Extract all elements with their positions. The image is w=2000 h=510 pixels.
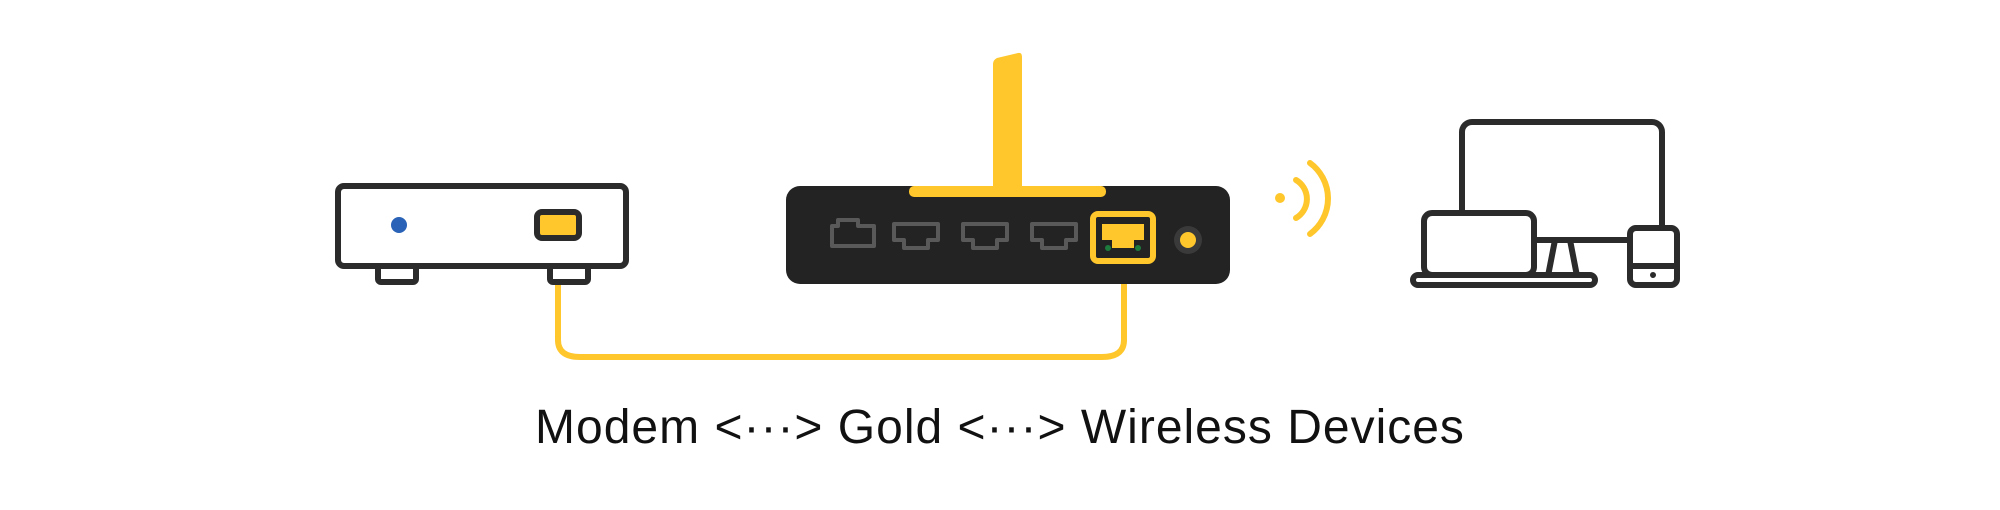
diagram-caption: Modem <···> Gold <···> Wireless Devices (535, 401, 1465, 454)
wireless-devices-icon (1410, 119, 1680, 288)
router-lan-port-3 (1030, 222, 1078, 250)
router-icon (786, 52, 1230, 284)
router-lan-port-2 (961, 222, 1009, 250)
modem-status-led (391, 217, 407, 233)
ethernet-cable-icon (555, 229, 1127, 360)
modem-ethernet-port (534, 209, 582, 241)
router-lan-port-1 (892, 222, 940, 250)
laptop-icon (1410, 210, 1598, 288)
modem-icon (335, 183, 629, 285)
router-lan-port-4-highlight (1090, 211, 1156, 264)
router-wan-port (830, 218, 876, 248)
wifi-signal-icon (1275, 160, 1331, 237)
smartphone-icon (1627, 225, 1680, 288)
router-antenna (993, 52, 1022, 193)
router-top-stripe (909, 186, 1106, 197)
